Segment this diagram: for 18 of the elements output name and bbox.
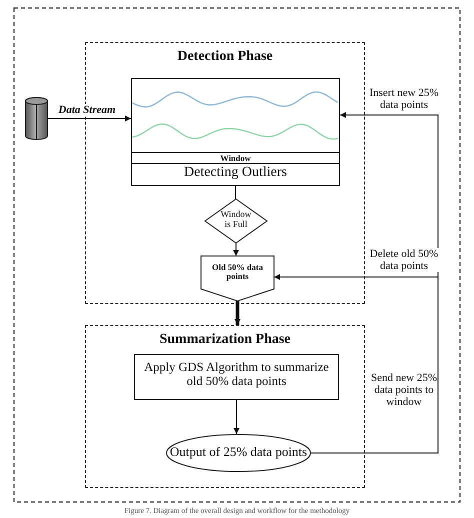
decision-label: Window is Full [220, 210, 252, 230]
arrow [233, 242, 239, 256]
window-label: Window [219, 153, 252, 163]
phase-container [85, 42, 365, 304]
phase-title: Summarization Phase [158, 332, 292, 348]
arrow [48, 116, 132, 122]
annotation-text: Send new 25% data points to window [370, 372, 438, 408]
window-box [131, 78, 340, 186]
phase-container [85, 325, 365, 488]
output-label: Output of 25% data points [168, 445, 308, 460]
arrow [234, 301, 240, 325]
phase-title: Detection Phase [176, 49, 274, 64]
process-label: Apply GDS Algorithm to summarize old 50% data points [143, 361, 330, 388]
process-label: Detecting Outliers [182, 165, 288, 180]
data-label: Old 50% data points [210, 263, 264, 282]
arrow [234, 400, 240, 434]
arrow [274, 274, 438, 454]
process-box [134, 354, 339, 400]
